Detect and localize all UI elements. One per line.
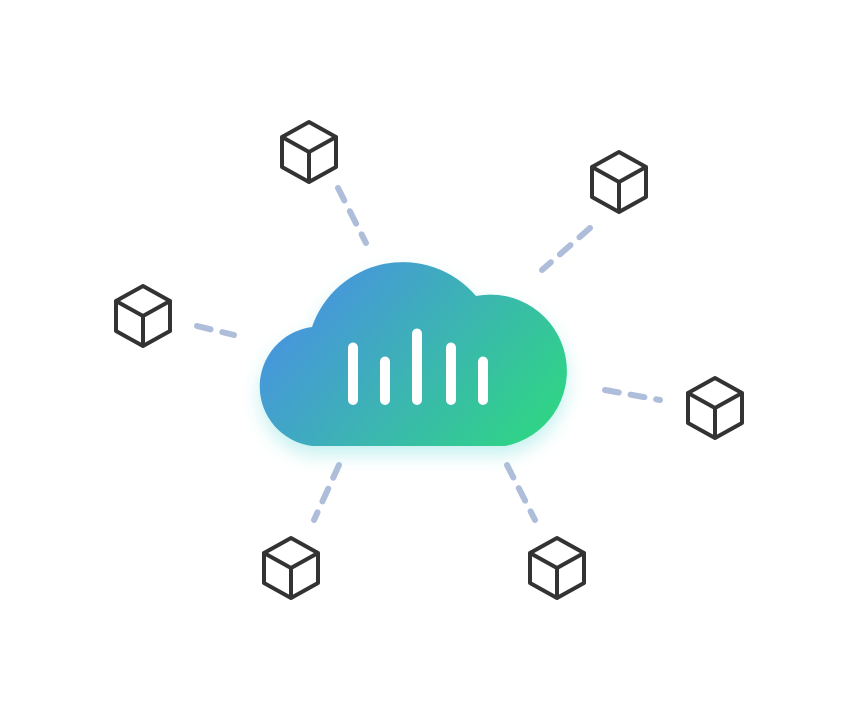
- cube-icon: [528, 536, 586, 600]
- connector-left: [194, 323, 237, 338]
- cube-icon: [114, 284, 172, 348]
- connectors: [194, 185, 663, 523]
- cube-icon: [262, 536, 320, 600]
- cube-icon: [280, 120, 338, 184]
- connector-top-right: [539, 225, 593, 273]
- connector-bottom-right: [504, 462, 538, 523]
- nodes: [114, 120, 744, 600]
- cloud-icon: [259, 262, 567, 455]
- connector-top-left: [335, 185, 369, 246]
- connector-right: [602, 387, 663, 403]
- cube-icon: [686, 376, 744, 440]
- signal-bars-icon: [348, 328, 488, 405]
- connector-bottom-left: [311, 462, 342, 523]
- cube-icon: [590, 150, 648, 214]
